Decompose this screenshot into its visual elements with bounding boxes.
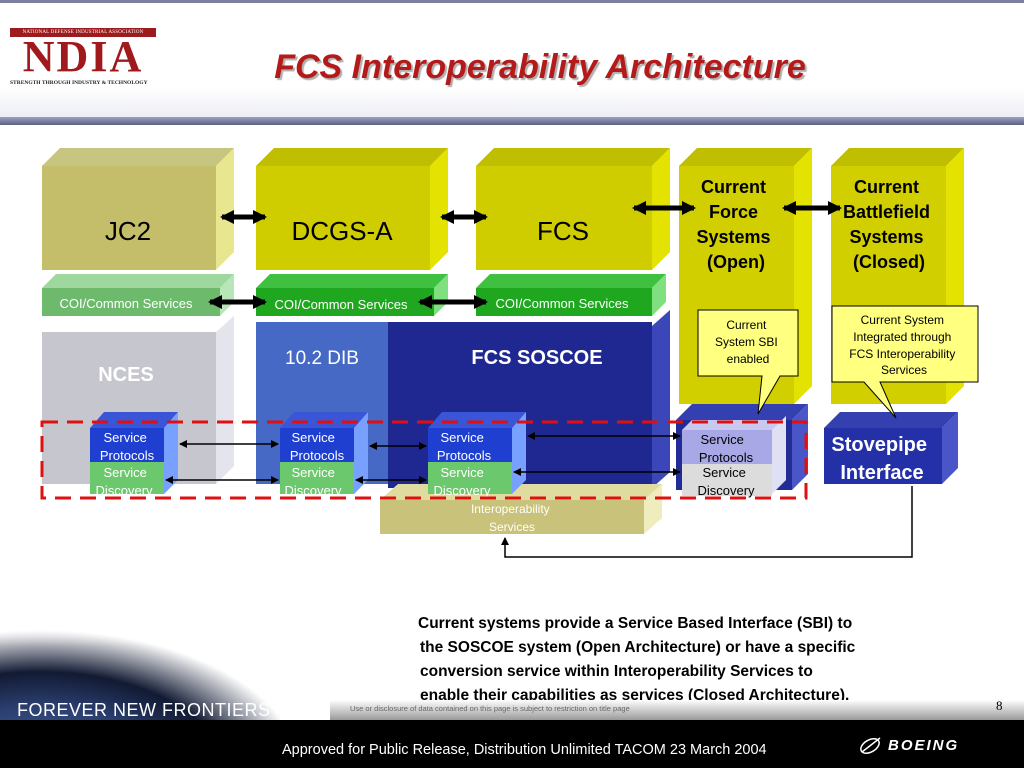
cb-line: Systems (849, 227, 923, 247)
jc2-label: JC2 (105, 216, 151, 246)
sp-line: Service (104, 430, 147, 445)
sd-line: Discovery (284, 483, 342, 498)
dcgs-label: DCGS-A (291, 216, 393, 246)
header (0, 0, 1024, 125)
sp-line: Protocols (437, 448, 492, 463)
cb-line: (Closed) (853, 252, 925, 272)
sd-line: Discovery (697, 483, 755, 498)
sd-line: Discovery (95, 483, 153, 498)
stovepipe-line: Interface (840, 462, 923, 484)
current-battlefield-label: Current Battlefield Systems (Closed) (843, 177, 935, 272)
service-stack-dcgs: Service Protocols Service Discovery (280, 412, 368, 498)
logo-letters: NDIA (22, 32, 144, 81)
cf-line: Force (709, 202, 758, 222)
sp-line: Protocols (290, 448, 345, 463)
service-protocols-label: Service Protocols (290, 430, 345, 463)
service-discovery-label: Service Discovery (433, 465, 491, 498)
coi-bar-jc2: COI/Common Services (42, 274, 234, 316)
service-stack-current: Service Protocols Service Discovery (682, 416, 786, 498)
callout-integrated: Current System Integrated through FCS In… (831, 305, 979, 419)
sd-line: Service (441, 465, 484, 480)
service-discovery-label: Service Discovery (284, 465, 342, 498)
coi-bar-dcgs: COI/Common Services (256, 274, 448, 316)
release-statement: Approved for Public Release, Distributio… (282, 742, 767, 758)
restriction-notice: Use or disclosure of data contained on t… (350, 704, 630, 713)
fcs-block: FCS (476, 148, 670, 270)
service-stack-jc2: Service Protocols Service Discovery (90, 412, 178, 498)
sd-line: Service (703, 465, 746, 480)
caption-line: Current systems provide a Service Based … (418, 615, 853, 632)
sd-line: Service (104, 465, 147, 480)
callout-sbi-text: Current System SBI enabled (715, 318, 781, 366)
slide-title: FCS Interoperability Architecture (274, 48, 806, 86)
service-protocols-label: Service Protocols (699, 432, 754, 465)
coi-label: COI/Common Services (496, 296, 629, 311)
cb-line: Current (854, 177, 919, 197)
service-discovery-label: Service Discovery (697, 465, 755, 498)
callout-line: enabled (727, 352, 770, 366)
caption-line: conversion service within Interoperabili… (420, 663, 813, 680)
caption: Current systems provide a Service Based … (418, 612, 993, 708)
stovepipe-line: Stovepipe (831, 434, 927, 456)
cb-line: Battlefield (843, 202, 930, 222)
sp-line: Service (441, 430, 484, 445)
service-protocols-label: Service Protocols (437, 430, 492, 463)
footer-band (0, 720, 1024, 768)
nces-label: NCES (98, 364, 154, 386)
service-discovery-label: Service Discovery (95, 465, 153, 498)
interop-label: Interoperability Services (471, 502, 553, 534)
cf-line: Systems (696, 227, 770, 247)
logo-tagline: STRENGTH THROUGH INDUSTRY & TECHNOLOGY (10, 80, 148, 86)
cf-line: (Open) (707, 252, 765, 272)
callout-sbi: Current System SBI enabled (697, 309, 799, 415)
callout-line: Current System (861, 313, 944, 327)
sp-line: Protocols (699, 450, 754, 465)
header-top-band (0, 0, 1024, 3)
boeing-logo-icon (860, 737, 881, 754)
soscoe-label: FCS SOSCOE (471, 347, 602, 369)
stovepipe-block: Stovepipe Interface (824, 412, 958, 484)
caption-line: enable their capabilities as services (C… (420, 687, 850, 704)
interop-line: Services (489, 520, 535, 534)
sp-line: Service (701, 432, 744, 447)
arrow-stovepipe-interop (501, 486, 913, 558)
coi-label: COI/Common Services (275, 297, 408, 312)
page-number: 8 (996, 698, 1003, 713)
jc2-block: JC2 (42, 148, 234, 270)
interop-services-block: Interoperability Services (380, 484, 662, 534)
sd-line: Service (292, 465, 335, 480)
sp-line: Protocols (100, 448, 155, 463)
interop-line: Interoperability (471, 502, 550, 516)
coi-label: COI/Common Services (60, 296, 193, 311)
service-protocols-label: Service Protocols (100, 430, 155, 463)
globe-fade (0, 600, 330, 730)
callout-line: Services (881, 363, 927, 377)
sp-line: Service (292, 430, 335, 445)
boeing-wordmark: BOEING (888, 737, 960, 754)
forever-tagline: FOREVER NEW FRONTIERS (17, 700, 271, 720)
logo-org-name: NATIONAL DEFENSE INDUSTRIAL ASSOCIATION (10, 28, 156, 37)
callout-line: Current (726, 318, 767, 332)
caption-line: the SOSCOE system (Open Architecture) or… (420, 639, 856, 656)
fcs-label: FCS (537, 216, 589, 246)
dib-label: 10.2 DIB (285, 348, 359, 369)
services-boundary (40, 420, 808, 500)
callout-integrated-text: Current System Integrated through FCS In… (849, 313, 958, 377)
cf-line: Current (701, 177, 766, 197)
ndia-logo: NATIONAL DEFENSE INDUSTRIAL ASSOCIATION … (10, 28, 156, 88)
callout-line: Integrated through (853, 330, 951, 344)
coi-bar-fcs: COI/Common Services (476, 274, 666, 316)
architecture-diagram: JC2 DCGS-A FCS Current Force Systems (Op… (40, 148, 979, 558)
service-stack-fcs: Service Protocols Service Discovery (428, 412, 526, 498)
footer-strip (330, 700, 1024, 720)
stovepipe-label: Stovepipe Interface (831, 434, 932, 484)
header-rule (0, 117, 1024, 125)
current-force-label: Current Force Systems (Open) (696, 177, 775, 272)
callout-line: FCS Interoperability (849, 347, 955, 361)
callout-line: System SBI (715, 335, 778, 349)
sd-line: Discovery (433, 483, 491, 498)
dcgs-block: DCGS-A (256, 148, 448, 270)
